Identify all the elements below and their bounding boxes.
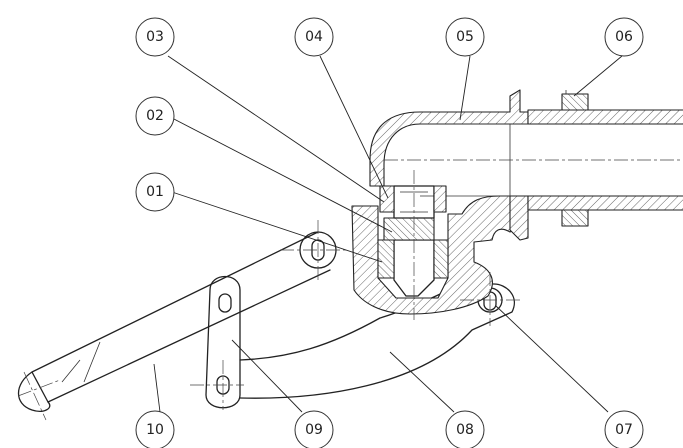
centre-lines — [17, 159, 680, 421]
svg-text:04: 04 — [305, 29, 323, 45]
valve-cap — [379, 185, 447, 241]
callout-06: 06 — [604, 17, 644, 57]
callout-03: 03 — [135, 17, 175, 57]
callout-09: 09 — [294, 410, 334, 448]
outlet-pipe — [420, 109, 683, 211]
callout-07: 07 — [604, 410, 644, 448]
svg-text:05: 05 — [456, 29, 474, 45]
svg-text:02: 02 — [146, 108, 164, 124]
svg-text:01: 01 — [146, 184, 164, 200]
callout-10: 10 — [135, 410, 175, 448]
svg-text:10: 10 — [146, 422, 164, 438]
svg-text:06: 06 — [615, 29, 633, 45]
callout-04: 04 — [294, 17, 334, 57]
svg-text:07: 07 — [615, 422, 633, 438]
lever-handle — [17, 231, 337, 412]
valve-body — [351, 89, 529, 315]
svg-text:03: 03 — [146, 29, 164, 45]
callout-01: 01 — [135, 172, 175, 212]
callout-05: 05 — [445, 17, 485, 57]
valve-plug — [377, 239, 449, 297]
callout-02: 02 — [135, 96, 175, 136]
callout-08: 08 — [445, 410, 485, 448]
svg-text:09: 09 — [305, 422, 323, 438]
svg-text:08: 08 — [456, 422, 474, 438]
lock-nut — [561, 90, 589, 227]
leader-lines — [153, 55, 623, 413]
